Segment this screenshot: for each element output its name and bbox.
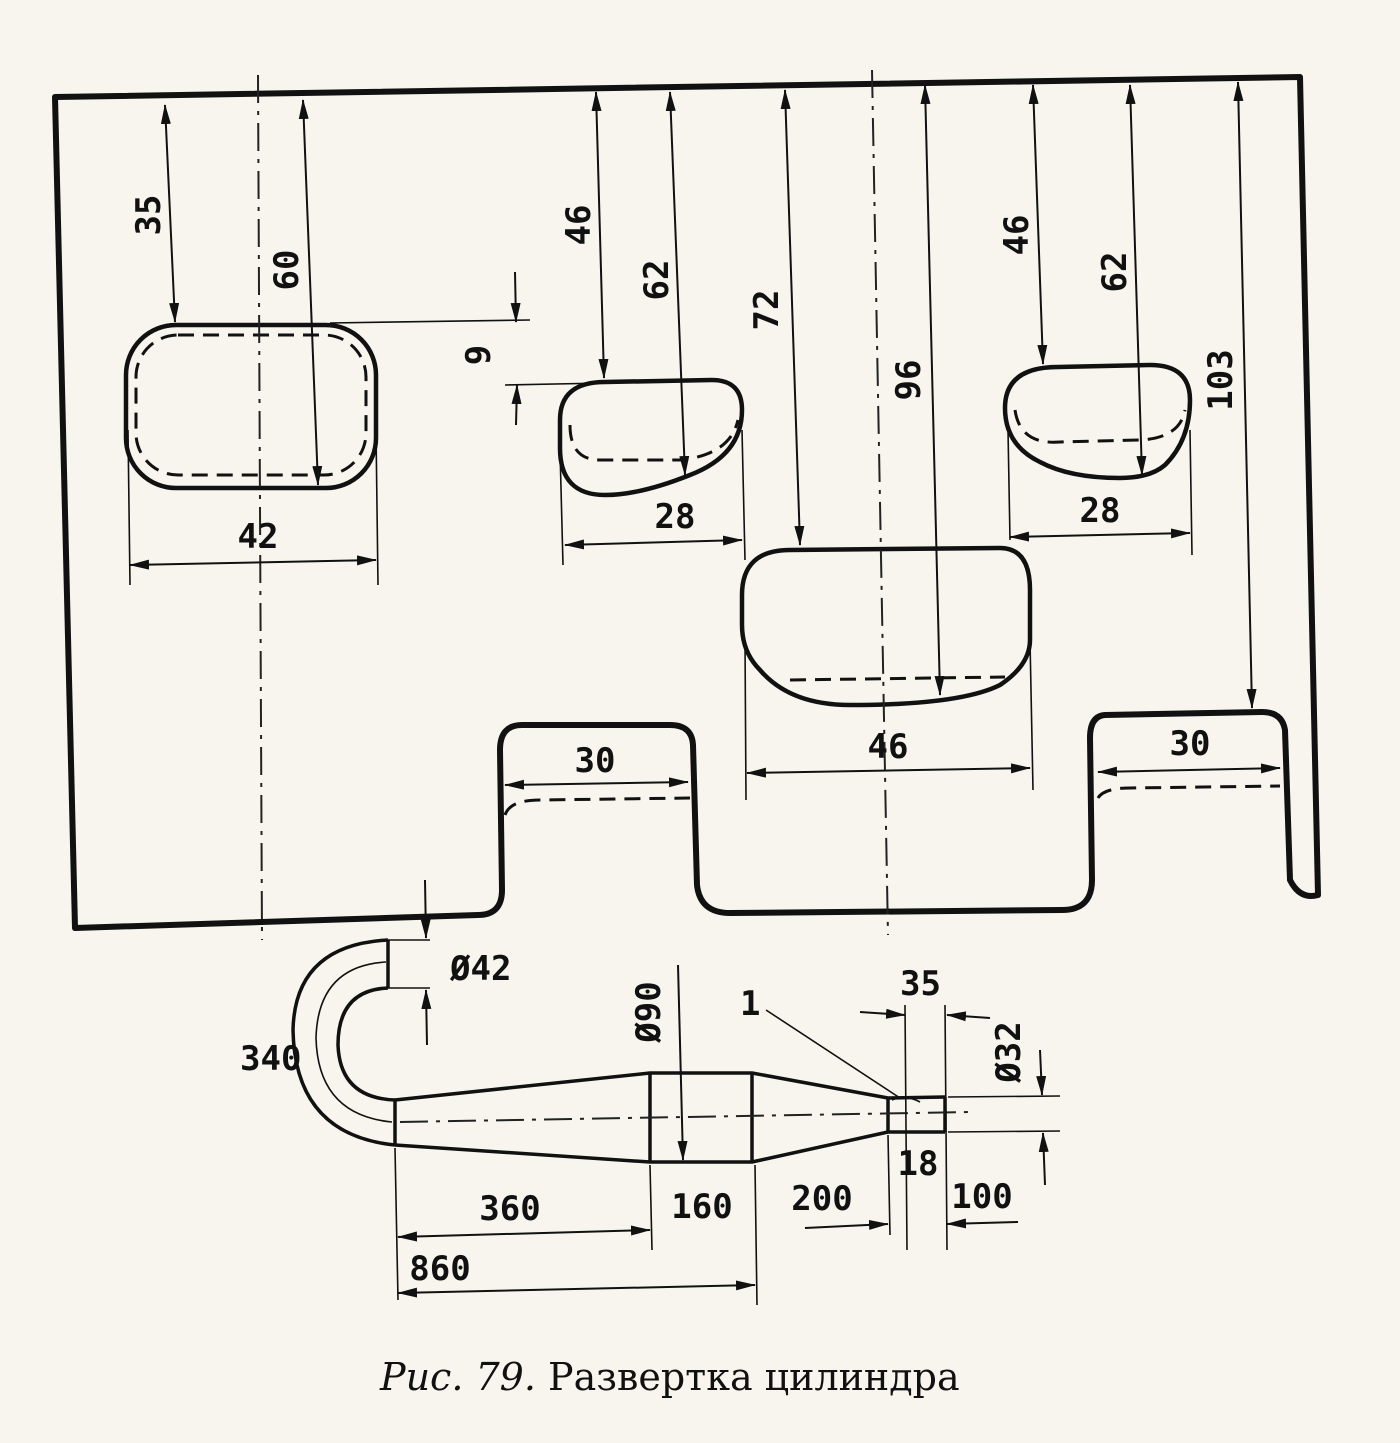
dim-label-62-right: 62 bbox=[1095, 252, 1135, 293]
dim-label-d42: Ø42 bbox=[449, 949, 511, 989]
dim-label-200: 200 bbox=[791, 1179, 852, 1219]
dim-label-42: 42 bbox=[238, 517, 279, 557]
port-left bbox=[123, 322, 379, 491]
port-right bbox=[1002, 362, 1193, 481]
port-left-dashed bbox=[134, 333, 368, 477]
sheet-dimension-arrows bbox=[129, 81, 1281, 790]
dim-label-96: 96 bbox=[889, 360, 929, 401]
dim-label-d32: Ø32 bbox=[989, 1021, 1029, 1083]
centerline-left bbox=[257, 74, 263, 941]
dim-label-860: 860 bbox=[409, 1249, 470, 1289]
figure-caption: Рис. 79. Развертка цилиндра bbox=[380, 1355, 1080, 1399]
dim-label-160: 160 bbox=[671, 1187, 732, 1227]
dim-label-28-right: 28 bbox=[1080, 491, 1121, 531]
dim-label-46-mid: 46 bbox=[559, 205, 599, 246]
window-left-dashed-edge bbox=[503, 796, 691, 816]
marker-label-1: 1 bbox=[740, 984, 760, 1024]
dim-label-30-right: 30 bbox=[1170, 724, 1211, 764]
dim-label-360: 360 bbox=[479, 1189, 540, 1229]
dim-label-46-center: 46 bbox=[868, 727, 909, 767]
port-mid bbox=[557, 377, 745, 498]
dim-label-100: 100 bbox=[951, 1177, 1012, 1217]
port-right-dashed bbox=[1013, 409, 1187, 444]
figure-number: Рис. 79. bbox=[380, 1355, 536, 1399]
centerline-center bbox=[871, 69, 889, 936]
dim-label-103: 103 bbox=[1201, 349, 1241, 410]
dim-label-60: 60 bbox=[267, 250, 307, 291]
dim-label-d90: Ø90 bbox=[629, 981, 669, 1043]
dim-label-30-left: 30 bbox=[575, 741, 616, 781]
dim-label-340: 340 bbox=[240, 1039, 301, 1079]
dim-label-35-tip: 35 bbox=[900, 964, 941, 1004]
extension-lines bbox=[127, 319, 1193, 801]
dim-label-18: 18 bbox=[898, 1144, 939, 1184]
dim-label-35: 35 bbox=[129, 195, 169, 236]
pipe-dimension-arrows bbox=[394, 879, 1061, 1306]
port-center-dashed bbox=[789, 675, 1006, 682]
dim-label-46-right: 46 bbox=[997, 215, 1037, 256]
dim-label-28-mid: 28 bbox=[655, 497, 696, 537]
port-mid-dashed bbox=[568, 419, 740, 462]
exhaust-pipe bbox=[291, 938, 971, 1164]
sheet-outline bbox=[52, 74, 1321, 931]
dim-label-62-mid: 62 bbox=[637, 260, 677, 301]
dim-label-72: 72 bbox=[747, 290, 787, 331]
port-center bbox=[739, 545, 1033, 708]
window-right-dashed-edge bbox=[1096, 784, 1281, 799]
dim-label-9: 9 bbox=[459, 345, 499, 365]
figure-title: Развертка цилиндра bbox=[548, 1355, 960, 1399]
